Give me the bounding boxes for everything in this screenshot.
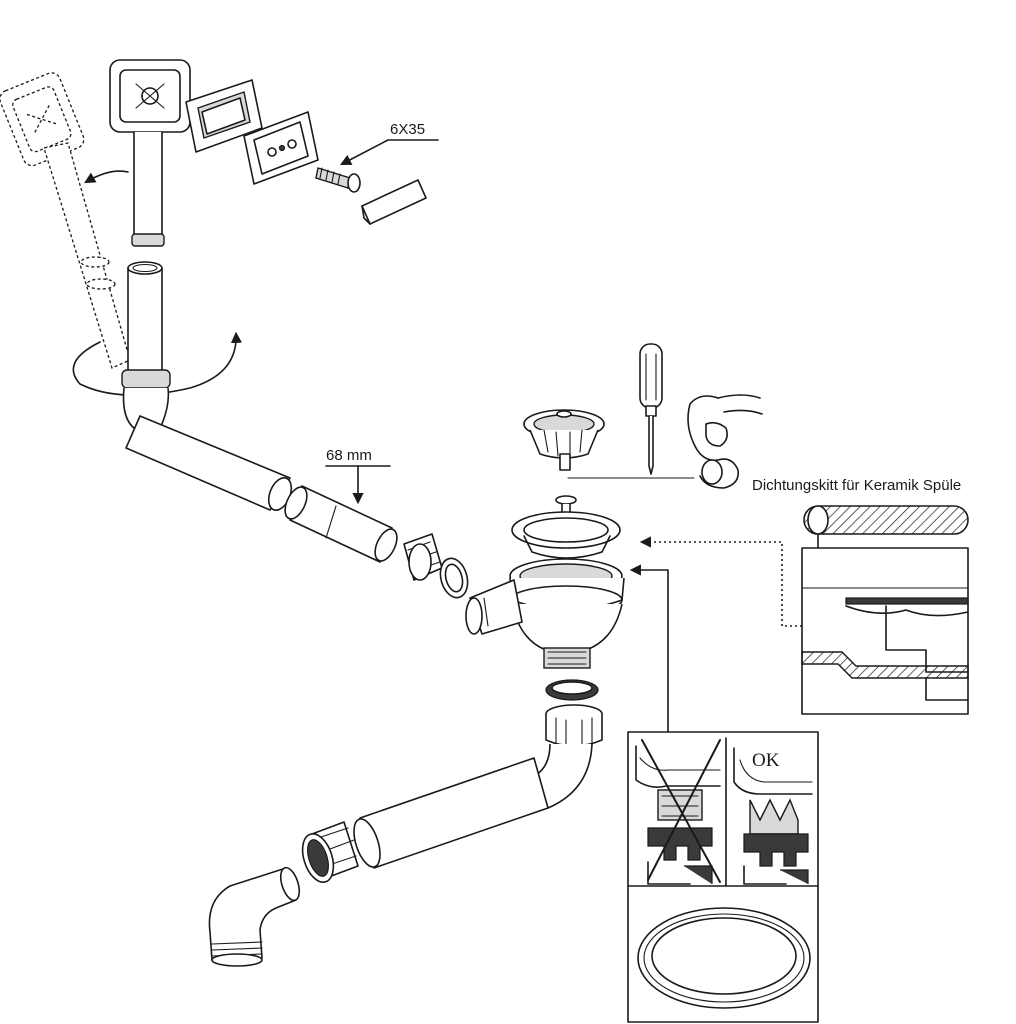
seal-check-pointer: [629, 564, 669, 733]
ceramic-sealant-label: Dichtungskitt für Keramik Spüle: [752, 477, 961, 494]
pipe-length-label: 68 mm: [326, 447, 372, 464]
drain-body: [509, 558, 625, 669]
turn-arrow-icon: [84, 170, 129, 184]
outlet-pipe: [353, 757, 549, 869]
pipe-length-leader-line: [325, 465, 391, 502]
correct-seal-detail: [733, 747, 813, 885]
knob-connecting-tube: [127, 261, 163, 373]
overflow-hose: [125, 415, 293, 512]
hand-icon: [687, 394, 763, 489]
mounting-screw: [315, 167, 361, 193]
mounting-plate: [243, 111, 319, 185]
sealant-strip: [803, 505, 969, 535]
drain-elbow: [208, 866, 301, 967]
ok-label: OK: [752, 750, 780, 771]
flat-sealing-ring: [637, 907, 811, 1009]
rotary-knob: [109, 59, 191, 247]
overflow-pipe-section: [284, 485, 398, 563]
overflow-inlet-nozzle: [465, 579, 523, 635]
ceramic-sealant-pointer: [639, 536, 802, 627]
overflow-union-nut: [403, 533, 443, 581]
ceramic-sink-cross-section: [801, 547, 969, 715]
overflow-sealing-ring: [439, 557, 469, 599]
cover-cap: [361, 179, 427, 225]
screw-size-label: 6X35: [390, 121, 425, 138]
screwdriver-icon: [639, 343, 663, 475]
rotary-knob-ghost: [0, 72, 131, 369]
drain-top-flange: [511, 511, 621, 559]
basket-strainer: [523, 409, 605, 471]
screw-leader-line: [340, 139, 439, 166]
cross-mark-icon: [641, 739, 721, 883]
knob-gasket: [185, 79, 263, 153]
outlet-union-nut: [545, 704, 603, 747]
drain-union-nut: [301, 821, 359, 883]
outlet-sealing-ring: [545, 679, 599, 701]
